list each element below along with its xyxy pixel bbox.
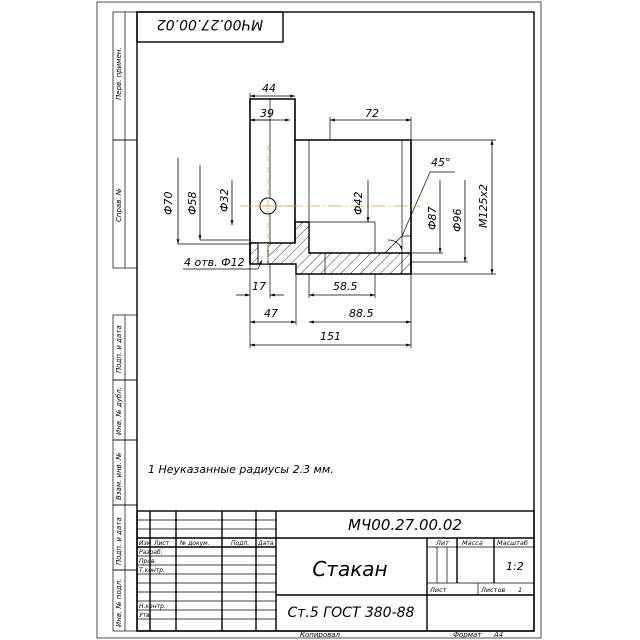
general-note: 1 Неуказанные радиусы 2.3 мм. [148, 463, 334, 476]
tb-tkontr: Т.контр. [139, 567, 165, 574]
title-block: Изм Лист № докум. Подп. Дата Разраб. Про… [136, 510, 535, 632]
dim-phi70: Ф70 [162, 192, 175, 215]
tb-material: Ст.5 ГОСТ 380-88 [288, 605, 415, 621]
dim-phi32: Ф32 [218, 189, 231, 212]
strip-inv-dubl: Инв. № дубл. [115, 387, 123, 435]
tb-listov-value: 1 [518, 586, 522, 594]
tb-list: Лист [429, 586, 447, 594]
tb-part-name: Стакан [312, 557, 387, 581]
dim-phi96: Ф96 [451, 209, 464, 232]
outer-frame [96, 1, 542, 639]
dim-phi58: Ф58 [186, 192, 199, 215]
section-hatch [249, 221, 412, 275]
tb-col-list: Лист [153, 540, 170, 547]
dim-angle: 45° [431, 156, 451, 169]
dim-58-5: 58.5 [333, 280, 358, 293]
tb-col-izm: Изм [139, 540, 152, 547]
dim-39: 39 [260, 107, 274, 120]
dim-thread: М125х2 [477, 184, 490, 228]
format-value: А4 [493, 631, 503, 639]
dim-47: 47 [264, 307, 278, 320]
strip-vzam-inv: Взам. инв. № [115, 452, 123, 500]
strip-sprav-no: Справ. № [115, 188, 123, 222]
tb-nkontr: Н.контр. [139, 603, 166, 610]
dim-holes: 4 отв. Ф12 [184, 256, 245, 269]
dimensions: 44 39 72 45° Ф70 Ф58 Ф32 Ф42 Ф87 [162, 82, 496, 348]
dim-phi87: Ф87 [426, 207, 439, 230]
tb-utv: Утв. [139, 612, 152, 619]
top-drawing-code: МЧ00.27.00.02 [157, 16, 263, 32]
tb-col-data: Дата [257, 540, 274, 547]
left-strip: Перв. примен. Справ. № Подп. и дата Инв.… [112, 11, 138, 632]
strip-podp-data-1: Подп. и дата [115, 325, 123, 373]
strip-perv-primen: Перв. примен. [115, 47, 123, 100]
tb-col-doc: № докум. [179, 540, 210, 547]
top-code-box [136, 11, 284, 43]
tb-drawing-code: МЧ00.27.00.02 [348, 516, 462, 534]
tb-listov: Листов [480, 586, 505, 594]
tb-razrab: Разраб. [139, 549, 163, 556]
dim-44: 44 [262, 82, 276, 95]
tb-massa: Масса [462, 539, 483, 547]
tb-prov: Пров. [139, 558, 157, 565]
tb-masshtab: Масштаб [497, 539, 528, 547]
dim-151: 151 [320, 330, 341, 343]
strip-inv-podl: Инв. № подл. [115, 579, 123, 627]
dim-17: 17 [252, 280, 266, 293]
format-label: Формат [453, 631, 482, 639]
tb-lit: Лит [435, 539, 449, 547]
dim-88-5: 88.5 [349, 307, 374, 320]
strip-podp-data-2: Подп. и дата [115, 517, 123, 565]
dim-72: 72 [365, 107, 379, 120]
dim-phi42: Ф42 [352, 192, 365, 215]
tb-col-podp: Подп. [231, 540, 249, 547]
kopiroval-label: Копировал [300, 631, 341, 639]
tb-scale-value: 1:2 [506, 560, 524, 573]
